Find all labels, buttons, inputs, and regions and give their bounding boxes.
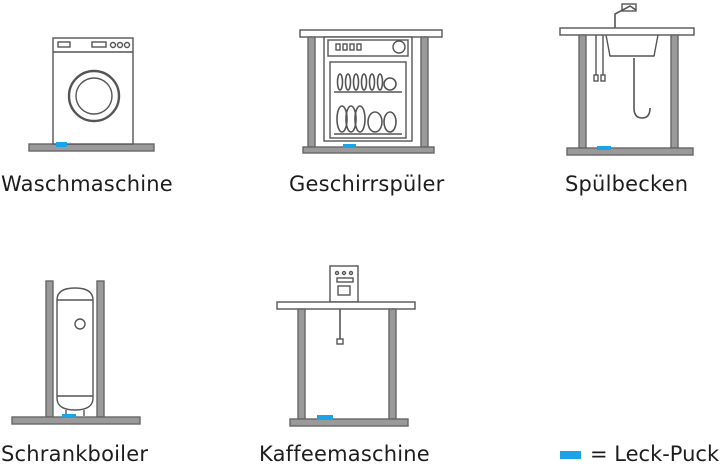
leak-puck-marker [62, 414, 76, 418]
floor-slab [302, 146, 435, 154]
countertop [276, 301, 416, 310]
label-boiler: Schrankboiler [1, 442, 149, 466]
sink-basin [605, 34, 659, 57]
washer-body [52, 37, 134, 145]
countertop [299, 29, 443, 38]
label-washing-machine: Waschmaschine [1, 172, 173, 196]
sink-icon [559, 3, 695, 156]
floor-slab [28, 143, 155, 152]
leak-puck-marker [317, 415, 333, 420]
drain-pipe [633, 58, 651, 119]
floor-slab [11, 416, 141, 425]
gauge-icon [74, 318, 86, 330]
dish-rack [334, 73, 402, 135]
boiler-icon [11, 280, 141, 425]
leak-puck-marker [343, 144, 356, 148]
legend-leak-puck-swatch [560, 451, 581, 459]
countertop [559, 27, 695, 36]
floor-slab [289, 418, 409, 427]
boiler-tank [56, 287, 94, 411]
leak-puck-marker [597, 146, 611, 150]
washer-door [67, 69, 121, 123]
label-coffee-machine: Kaffeemaschine [259, 442, 430, 466]
floor-slab [566, 147, 694, 156]
coffee-machine-icon [276, 265, 416, 427]
label-sink: Spülbecken [565, 172, 689, 196]
label-dishwasher: Geschirrspüler [289, 172, 445, 196]
faucet-icon [614, 5, 637, 28]
washing-machine-icon [28, 37, 155, 152]
dishwasher-icon [299, 29, 443, 154]
legend-label: = Leck-Puck [590, 442, 720, 466]
leak-puck-marker [56, 142, 67, 147]
